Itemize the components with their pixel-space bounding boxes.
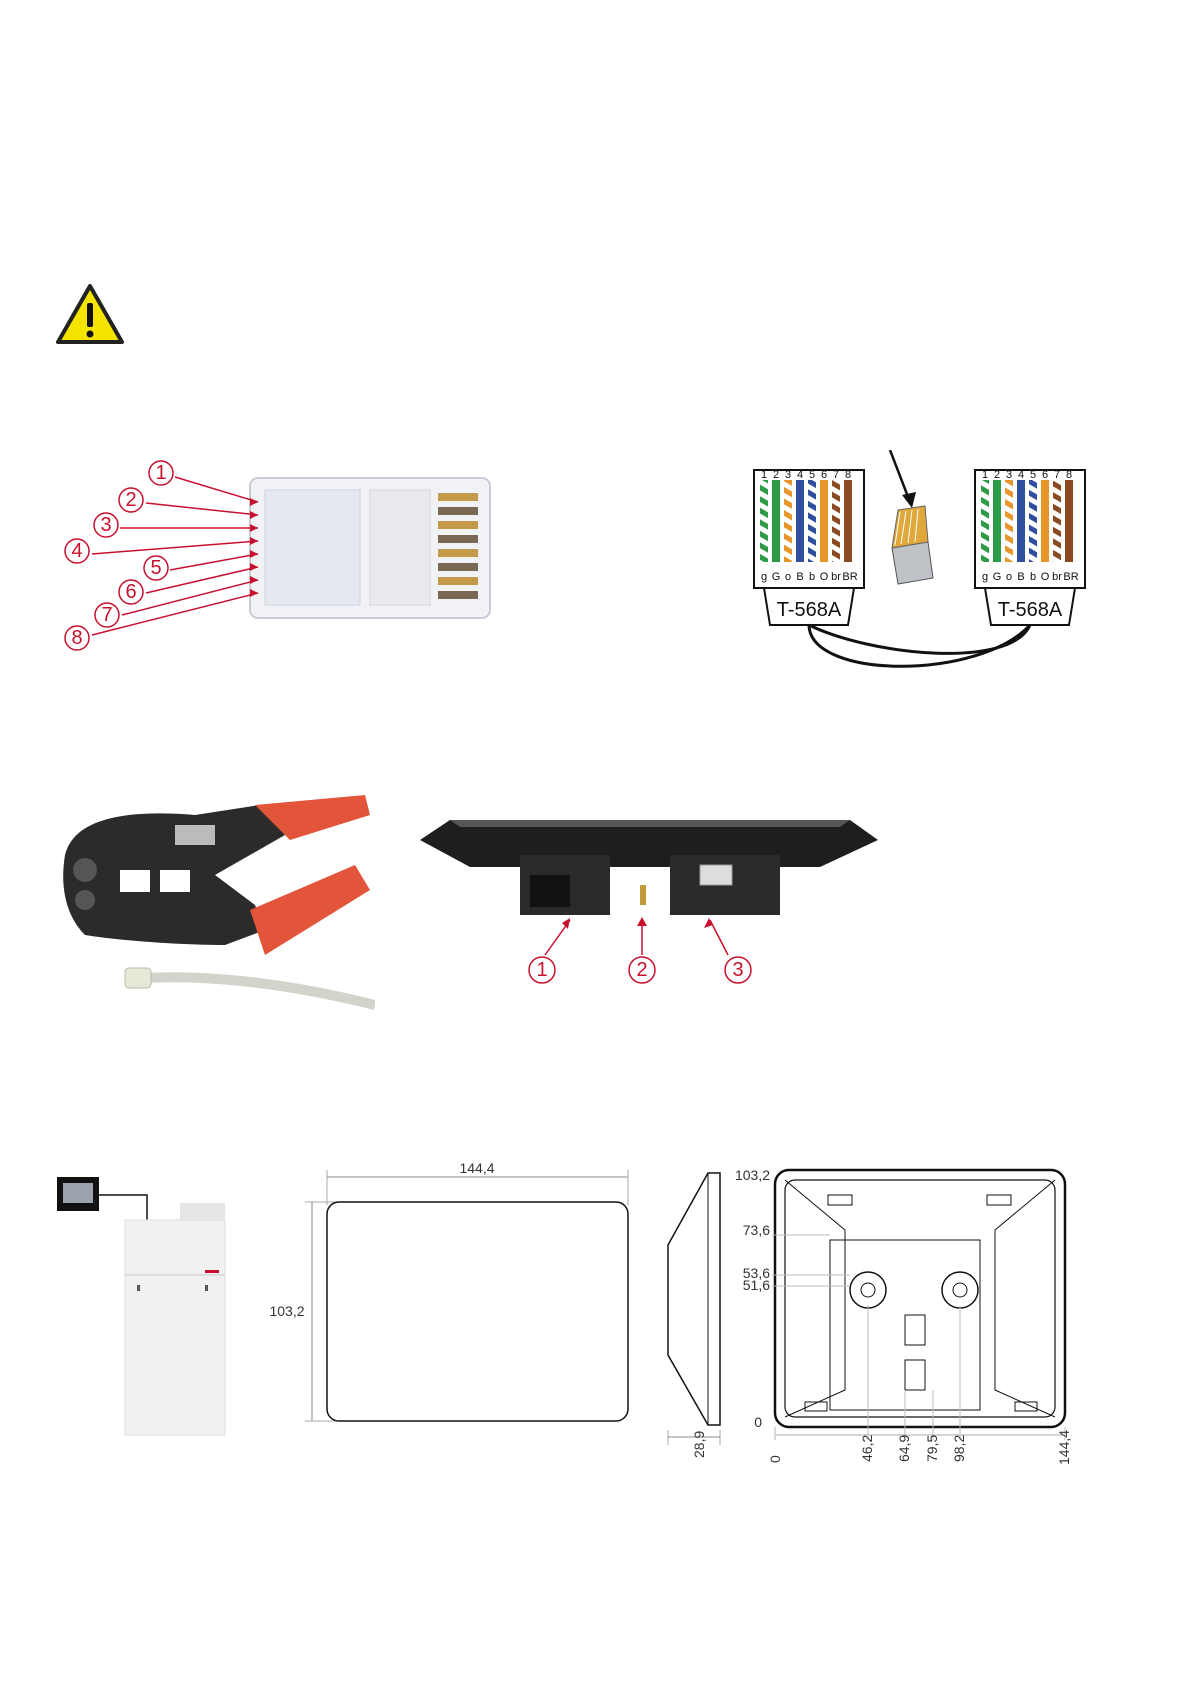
- right-wire-code-6: O: [1041, 571, 1050, 583]
- left-standard-label: T-568A: [777, 599, 842, 621]
- callout-number-3: 3: [732, 959, 743, 981]
- back-dim-h-46: 46,2: [859, 1435, 875, 1462]
- front-width-dimension: 144,4: [459, 1160, 494, 1176]
- pin-number-3: 3: [100, 514, 111, 536]
- back-dimension-drawing: 28,9 103,2 73,6 53,6 51,6 0 0 46,2 64,9 …: [660, 1165, 1090, 1465]
- side-depth-dimension: 28,9: [691, 1431, 707, 1458]
- back-dim-h-64: 64,9: [896, 1435, 912, 1462]
- back-dim-h-0: 0: [767, 1455, 783, 1463]
- right-plug: T-568A: [975, 470, 1085, 625]
- right-pin-2: 2: [994, 469, 1000, 481]
- left-pin-5: 5: [809, 469, 815, 481]
- left-wire-code-2: G: [772, 571, 781, 583]
- back-dim-h-98: 98,2: [951, 1435, 967, 1462]
- right-wire-code-8: BR: [1063, 571, 1078, 583]
- crimping-tool-photo: [55, 795, 375, 1015]
- right-wire-code-3: o: [1006, 571, 1012, 583]
- right-standard-label: T-568A: [998, 599, 1063, 621]
- left-pin-2: 2: [773, 469, 779, 481]
- left-pin-6: 6: [821, 469, 827, 481]
- right-pin-8: 8: [1066, 469, 1072, 481]
- patch-cable: [809, 625, 1030, 666]
- right-pin-4: 4: [1018, 469, 1024, 481]
- callout-number-1: 1: [536, 959, 547, 981]
- right-wire-code-5: b: [1030, 571, 1036, 583]
- right-wire-code-1: g: [982, 571, 988, 583]
- left-wire-code-8: BR: [842, 571, 857, 583]
- left-wire-code-4: B: [796, 571, 803, 583]
- front-dimension-drawing: 144,4 103,2: [255, 1160, 640, 1440]
- device-bottom-photo: 1 2 3: [410, 805, 880, 1015]
- callout-number-2: 2: [636, 959, 647, 981]
- back-dim-v-51: 51,6: [743, 1277, 770, 1293]
- back-dim-v-73: 73,6: [743, 1222, 770, 1238]
- left-wire-code-3: o: [785, 571, 791, 583]
- heat-pump-unit-photo: [55, 1175, 245, 1450]
- usb-port: [700, 865, 732, 885]
- left-plug: T-568A: [754, 470, 864, 625]
- rj45-plug-small: [892, 506, 933, 584]
- right-pin-5: 5: [1030, 469, 1036, 481]
- left-pin-8: 8: [845, 469, 851, 481]
- front-height-dimension: 103,2: [269, 1303, 304, 1319]
- rj45-connector-figure: 1 2 3 4 5 6 7 8: [50, 455, 510, 655]
- pin-number-5: 5: [150, 557, 161, 579]
- rj45-plug-photo: [125, 968, 151, 988]
- left-wire-code-6: O: [820, 571, 829, 583]
- back-dim-h-79: 79,5: [924, 1435, 940, 1462]
- t568a-wiring-diagram: T-568A T-568A 1 2 3 4 5 6 7 8 g G: [750, 450, 1090, 695]
- front-outline: [327, 1202, 628, 1421]
- pin-number-4: 4: [71, 540, 82, 562]
- right-pin-3: 3: [1006, 469, 1012, 481]
- pin-number-6: 6: [125, 581, 136, 603]
- left-pin-1: 1: [761, 469, 767, 481]
- left-pin-3: 3: [785, 469, 791, 481]
- right-pin-6: 6: [1042, 469, 1048, 481]
- pin-number-8: 8: [71, 627, 82, 649]
- warning-triangle-icon: [55, 283, 125, 345]
- right-wire-code-2: G: [993, 571, 1002, 583]
- left-pin-4: 4: [797, 469, 803, 481]
- pin-number-1: 1: [155, 462, 166, 484]
- right-pin-1: 1: [982, 469, 988, 481]
- right-wire-code-7: br: [1052, 571, 1062, 583]
- pin-number-7: 7: [101, 604, 112, 626]
- side-profile: [668, 1173, 720, 1425]
- left-wire-code-7: br: [831, 571, 841, 583]
- left-pin-7: 7: [833, 469, 839, 481]
- right-pin-7: 7: [1054, 469, 1060, 481]
- left-wire-code-1: g: [761, 571, 767, 583]
- right-wire-code-4: B: [1017, 571, 1024, 583]
- back-dim-h-144: 144,4: [1056, 1430, 1072, 1465]
- back-dim-v-103: 103,2: [735, 1167, 770, 1183]
- left-wire-code-5: b: [809, 571, 815, 583]
- back-dim-v-0: 0: [754, 1414, 762, 1430]
- pin-number-2: 2: [125, 489, 136, 511]
